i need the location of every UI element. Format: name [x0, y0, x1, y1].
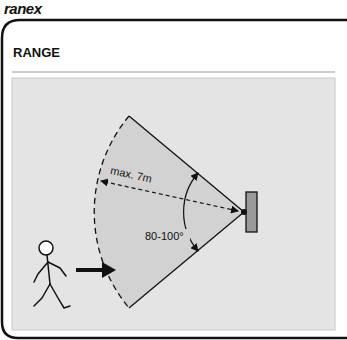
section-title: RANGE: [13, 45, 60, 60]
brand-logo: ranex: [4, 0, 42, 17]
angle-label: 80-100°: [145, 230, 184, 242]
